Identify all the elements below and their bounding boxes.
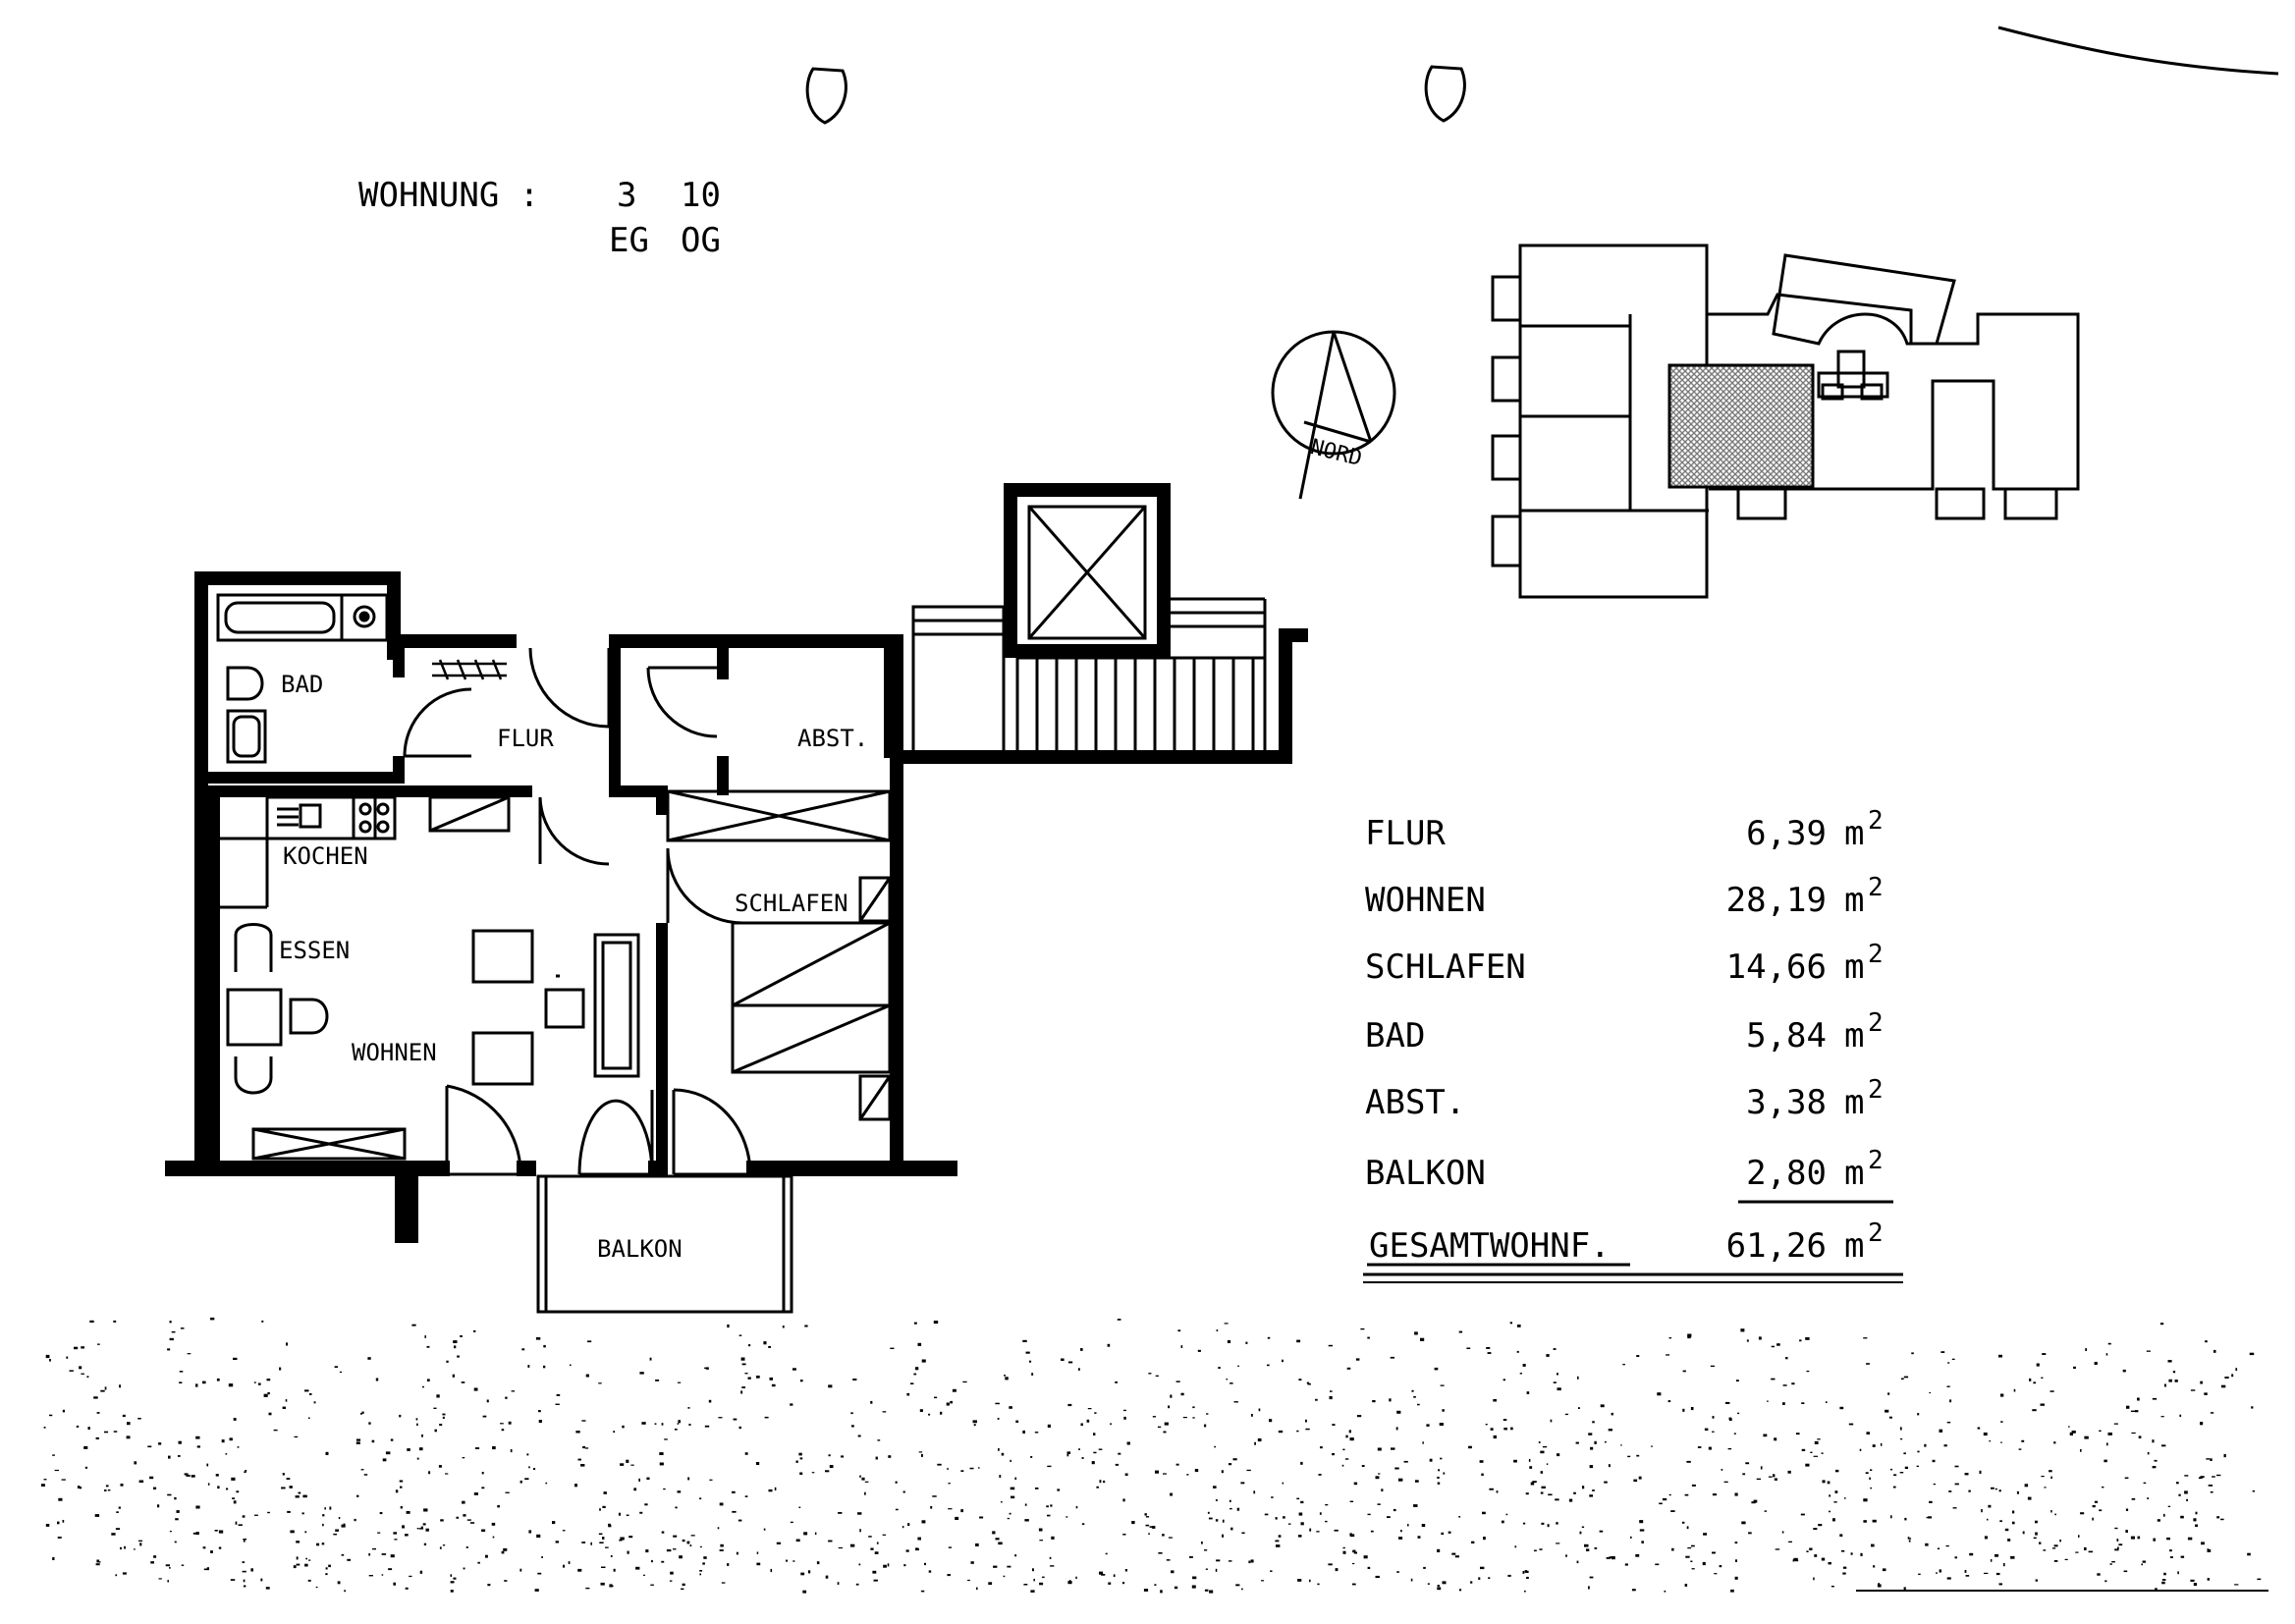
living-sideboard xyxy=(251,1127,407,1161)
site-key-plan xyxy=(1491,244,2080,599)
area-unit-flur: m xyxy=(1844,814,1864,853)
area-row-flur: FLUR 6,39 m 2 xyxy=(1365,806,1884,853)
apartment-header: WOHNUNG : 3 10 EG OG xyxy=(358,176,721,260)
entrance-door xyxy=(528,647,611,729)
bath-door xyxy=(403,687,472,758)
punch-mark-right xyxy=(1424,65,1466,123)
bedroom-wardrobe xyxy=(666,789,892,842)
room-label-abst: ABST. xyxy=(797,725,868,752)
room-label-essen: ESSEN xyxy=(279,937,350,964)
bedroom-door xyxy=(666,847,743,925)
area-unit-total: m xyxy=(1844,1226,1864,1266)
area-name-total: GESAMTWOHNF. xyxy=(1369,1226,1611,1266)
area-row-balkon: BALKON 2,80 m 2 xyxy=(1365,1146,1884,1193)
balcony-door-living xyxy=(445,1084,522,1176)
room-label-flur: FLUR xyxy=(497,725,554,752)
double-bed xyxy=(731,876,892,1121)
apartment-plan: BAD FLUR ABST. xyxy=(165,483,1308,1314)
punch-mark-left xyxy=(805,67,847,125)
unit-number-og: 10 xyxy=(681,176,721,215)
area-sup-abst: 2 xyxy=(1868,1075,1884,1105)
staircase xyxy=(911,597,1267,756)
area-table: FLUR 6,39 m 2 WOHNEN 28,19 m 2 SCHLAFEN … xyxy=(1363,806,1903,1283)
bathtub xyxy=(216,593,389,642)
area-unit-abst: m xyxy=(1844,1083,1864,1122)
area-sup-flur: 2 xyxy=(1868,806,1884,836)
area-name-wohnen: WOHNEN xyxy=(1365,881,1486,920)
unit-number-eg: 3 xyxy=(617,176,636,215)
balcony xyxy=(536,1174,793,1314)
apartment-label: WOHNUNG : xyxy=(358,176,539,215)
storage-door xyxy=(646,666,718,738)
area-value-schlafen: 14,66 xyxy=(1726,947,1827,987)
room-label-schlafen: SCHLAFEN xyxy=(735,890,848,917)
area-row-abst: ABST. 3,38 m 2 xyxy=(1365,1075,1884,1122)
scan-noise xyxy=(40,1317,2262,1594)
area-name-bad: BAD xyxy=(1365,1016,1425,1056)
north-compass: NORD xyxy=(1271,330,1396,500)
room-label-balkon: BALKON xyxy=(597,1235,683,1263)
toilet-bath xyxy=(226,666,264,701)
area-row-bad: BAD 5,84 m 2 xyxy=(1365,1008,1884,1056)
area-value-flur: 6,39 xyxy=(1746,814,1827,853)
area-sup-balkon: 2 xyxy=(1868,1146,1884,1175)
area-value-abst: 3,38 xyxy=(1746,1083,1827,1122)
area-sup-wohnen: 2 xyxy=(1868,873,1884,902)
dining-set xyxy=(226,923,329,1095)
compass-label: NORD xyxy=(1308,435,1364,471)
balcony-door-bedroom xyxy=(672,1088,752,1176)
kitchen-cabinet-upper xyxy=(428,795,511,833)
area-name-abst: ABST. xyxy=(1365,1083,1465,1122)
area-unit-schlafen: m xyxy=(1844,947,1864,987)
area-unit-bad: m xyxy=(1844,1016,1864,1056)
area-value-balkon: 2,80 xyxy=(1746,1154,1827,1193)
area-name-balkon: BALKON xyxy=(1365,1154,1486,1193)
room-label-bad: BAD xyxy=(281,671,323,698)
area-unit-balkon: m xyxy=(1844,1154,1864,1193)
area-row-wohnen: WOHNEN 28,19 m 2 xyxy=(1365,873,1884,920)
room-label-wohnen: WOHNEN xyxy=(352,1039,437,1066)
elevator-shaft xyxy=(1027,505,1147,640)
area-sup-schlafen: 2 xyxy=(1868,940,1884,969)
area-unit-wohnen: m xyxy=(1844,881,1864,920)
kitchen-counter xyxy=(220,795,397,909)
area-name-schlafen: SCHLAFEN xyxy=(1365,947,1526,987)
interior-walls xyxy=(208,638,896,1168)
area-sup-bad: 2 xyxy=(1868,1008,1884,1038)
area-sup-total: 2 xyxy=(1868,1218,1884,1248)
washbasin xyxy=(226,709,267,764)
floor-og: OG xyxy=(681,221,721,260)
area-name-flur: FLUR xyxy=(1365,814,1446,853)
edge-stroke xyxy=(1997,26,2279,76)
wardrobe-flur xyxy=(432,659,507,680)
room-label-kochen: KOCHEN xyxy=(283,842,368,870)
living-door xyxy=(538,796,610,866)
area-row-total: GESAMTWOHNF. 61,26 m 2 xyxy=(1369,1218,1884,1266)
balcony-door-main xyxy=(577,1090,654,1176)
area-value-wohnen: 28,19 xyxy=(1726,881,1827,920)
area-row-schlafen: SCHLAFEN 14,66 m 2 xyxy=(1365,940,1884,987)
area-value-bad: 5,84 xyxy=(1746,1016,1827,1056)
outer-walls xyxy=(165,483,1308,1243)
area-value-total: 61,26 xyxy=(1726,1226,1827,1266)
living-furniture xyxy=(471,929,640,1086)
floor-eg: EG xyxy=(609,221,649,260)
